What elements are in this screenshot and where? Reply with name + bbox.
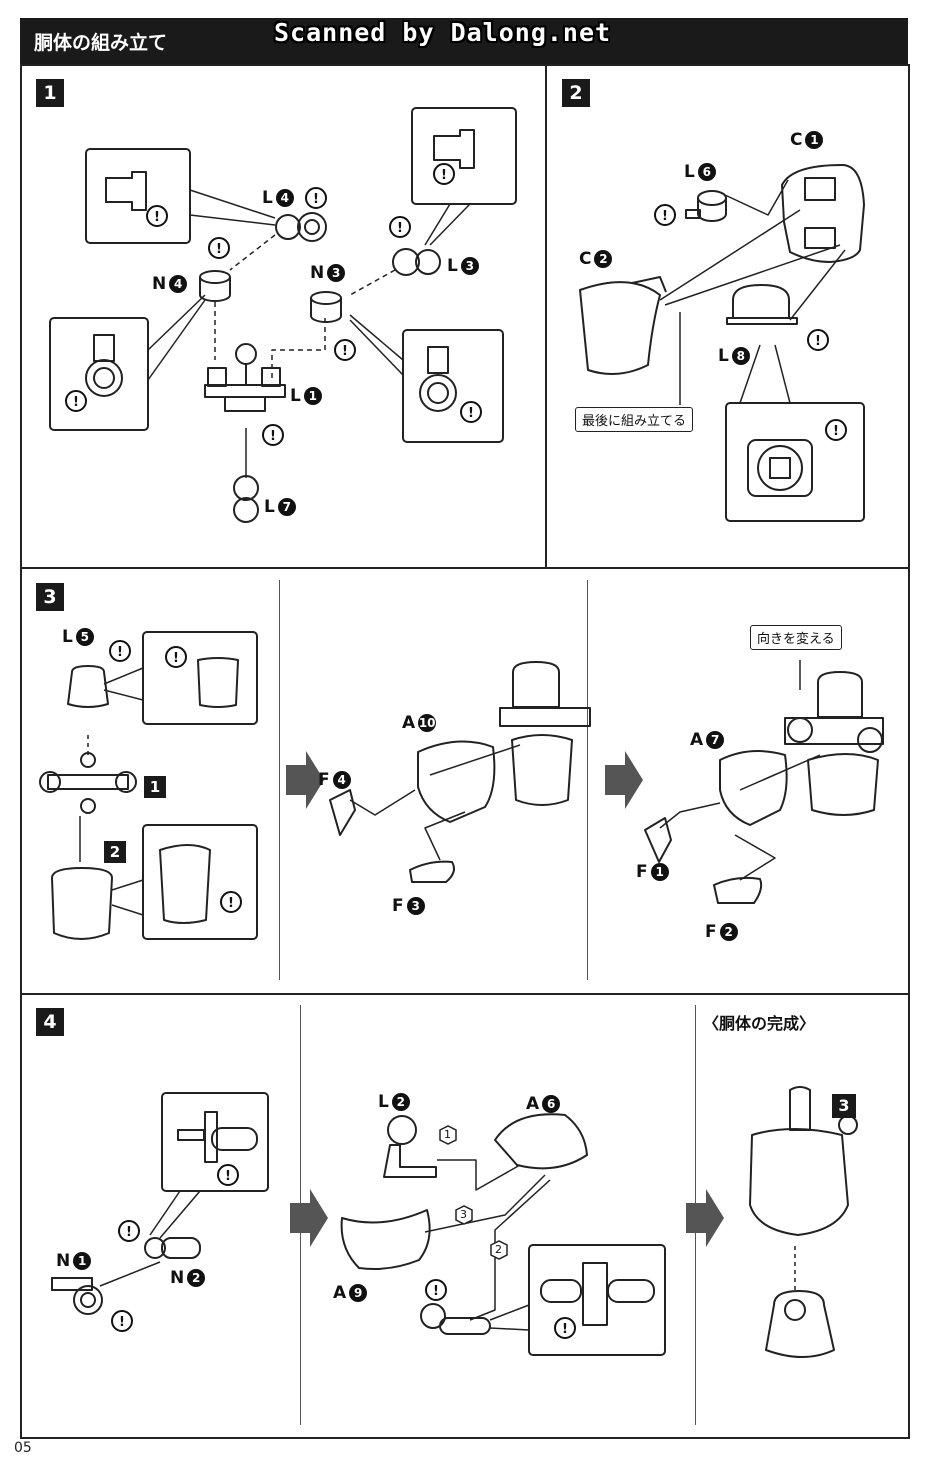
svg-text:!: ! bbox=[313, 192, 319, 207]
divider-row2 bbox=[20, 993, 908, 995]
svg-text:!: ! bbox=[468, 406, 474, 421]
note-assemble-last: 最後に組み立てる bbox=[575, 407, 694, 432]
instruction-frame bbox=[20, 64, 910, 1439]
svg-text:!: ! bbox=[433, 1284, 439, 1299]
svg-text:!: ! bbox=[815, 334, 821, 349]
svg-text:!: ! bbox=[73, 395, 79, 410]
ref-badge-1: 1 bbox=[144, 776, 166, 798]
svg-text:!: ! bbox=[119, 1315, 125, 1330]
arrow-right-1 bbox=[286, 751, 324, 809]
svg-text:!: ! bbox=[216, 242, 222, 257]
caution-icons: !!! !!! !!! !!! !!! !!! !! bbox=[65, 163, 847, 1339]
ref-badge-2: 2 bbox=[104, 841, 126, 863]
step3-assembly-lines bbox=[79, 660, 821, 881]
step1-illustration bbox=[49, 107, 517, 523]
step-4-badge: 4 bbox=[36, 1008, 64, 1036]
arrow-right-4 bbox=[686, 1189, 724, 1247]
page-header: 胴体の組み立て bbox=[20, 18, 908, 64]
step-2-badge: 2 bbox=[562, 79, 590, 107]
svg-text:!: ! bbox=[173, 651, 179, 666]
step2-assembly-lines bbox=[659, 179, 846, 405]
arrow-right-3 bbox=[290, 1189, 328, 1247]
order-3: 3 bbox=[460, 1208, 467, 1221]
svg-text:!: ! bbox=[833, 424, 839, 439]
svg-text:!: ! bbox=[562, 1322, 568, 1337]
order-1: 1 bbox=[444, 1128, 451, 1141]
page-number: 05 bbox=[14, 1440, 32, 1456]
arrow-right-2 bbox=[605, 751, 643, 809]
note-change-direction: 向きを変える bbox=[750, 625, 842, 650]
step2-illustration bbox=[579, 164, 865, 522]
step4-assembly-lines bbox=[99, 1159, 796, 1321]
step1-dashed-guides bbox=[214, 234, 396, 380]
divider-step1-step2 bbox=[545, 64, 547, 568]
divider-step3-b bbox=[587, 580, 588, 980]
svg-text:!: ! bbox=[397, 221, 403, 236]
page-title: 胴体の組み立て bbox=[34, 32, 168, 54]
ref-badge-3: 3 bbox=[832, 1094, 856, 1118]
step3-illustration bbox=[39, 631, 884, 940]
scan-watermark: Scanned by Dalong.net bbox=[274, 18, 612, 47]
order-2: 2 bbox=[495, 1243, 502, 1256]
step-3-badge: 3 bbox=[36, 583, 64, 611]
svg-text:!: ! bbox=[342, 344, 348, 359]
svg-text:!: ! bbox=[662, 209, 668, 224]
svg-text:!: ! bbox=[154, 210, 160, 225]
svg-text:!: ! bbox=[126, 1225, 132, 1240]
svg-text:!: ! bbox=[441, 168, 447, 183]
svg-text:!: ! bbox=[228, 896, 234, 911]
divider-row1 bbox=[20, 567, 908, 569]
divider-step3-a bbox=[279, 580, 280, 980]
step-1-badge: 1 bbox=[36, 79, 64, 107]
order-markers bbox=[439, 1125, 508, 1260]
svg-text:!: ! bbox=[117, 645, 123, 660]
svg-text:!: ! bbox=[225, 1169, 231, 1184]
svg-text:!: ! bbox=[270, 429, 276, 444]
complete-title: 〈胴体の完成〉 bbox=[703, 1014, 816, 1033]
step4-illustration bbox=[51, 1086, 858, 1358]
